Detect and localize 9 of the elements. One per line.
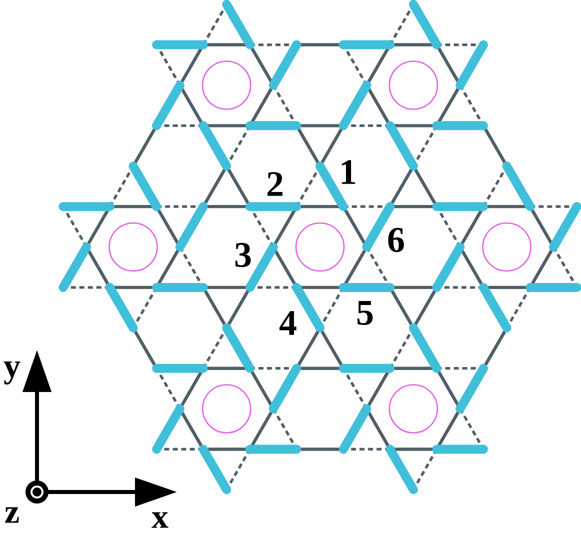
callout-number: 6 (388, 228, 404, 252)
callout-number: 4 (280, 311, 296, 335)
axis-label: z (5, 507, 19, 523)
callout-number: 2 (268, 172, 282, 196)
callout-number: 3 (235, 242, 251, 268)
callout-number: 5 (357, 301, 373, 325)
axis-label: y (4, 362, 20, 384)
axis-label: x (152, 512, 168, 528)
callout-number: 1 (342, 160, 356, 184)
